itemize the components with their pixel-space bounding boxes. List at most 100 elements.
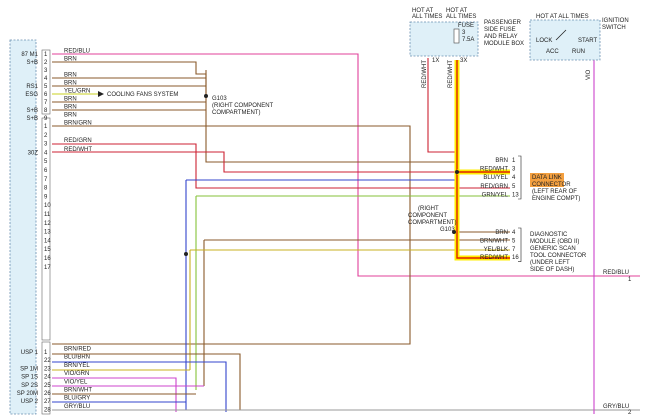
conn-pin-number: 16 xyxy=(512,255,519,261)
g103-top-sub1: (RIGHT COMPONENT xyxy=(212,103,274,109)
pin-label: SP 2S xyxy=(21,383,38,389)
vlabel-vio: VIO xyxy=(586,69,592,80)
main-connector xyxy=(9,39,37,415)
fuse-hot4: ALL TIMES xyxy=(446,14,476,20)
diag-l3: GENERIC SCAN xyxy=(530,246,576,252)
wire-g103-brn xyxy=(205,70,455,163)
wire-red-wht-30z xyxy=(52,151,455,173)
pin-label: SP 1M xyxy=(20,366,38,372)
conn-pin-number: 5 xyxy=(512,238,516,244)
conn-pin-number: 13 xyxy=(512,192,519,198)
conn-wire-color: GRN/YEL xyxy=(482,192,509,198)
wire-red-blu xyxy=(52,53,640,277)
ign-title2: SWITCH xyxy=(602,25,626,31)
conn-wire-color: BRN xyxy=(495,158,508,164)
ignition-box xyxy=(529,19,601,61)
fuse-amp: 7.5A xyxy=(462,37,474,43)
ign-run: RUN xyxy=(572,49,585,55)
pin-block-1 xyxy=(41,49,51,115)
dlc-title2: CONNECTOR xyxy=(532,182,571,188)
pin-label: S+B xyxy=(26,108,38,114)
dlc-highlight xyxy=(530,173,564,187)
wire-color-label: BRN xyxy=(64,81,77,87)
pin-number: 28 xyxy=(44,407,51,413)
fuse-hot3: HOT AT xyxy=(446,8,467,14)
fuse-icon xyxy=(453,28,460,44)
pin-number: 9 xyxy=(44,194,48,200)
pin-number: 6 xyxy=(44,92,48,98)
wire-color-label: BRN xyxy=(64,97,77,103)
wire-color-label: BRN xyxy=(64,73,77,79)
switch-arm-icon xyxy=(555,29,567,41)
wire-color-label: RED/BLU xyxy=(64,49,90,55)
conn-wire-color: RED/GRN xyxy=(480,184,508,190)
diag-l1: DIAGNOSTIC xyxy=(530,232,568,238)
wire-color-label: BRN xyxy=(64,113,77,119)
pin-label: USP 2 xyxy=(21,399,39,405)
wire-color-label: BLU/GRY xyxy=(64,396,90,402)
wire-color-label: RED/GRN xyxy=(64,138,92,144)
pin-label: SP 1S xyxy=(21,375,38,381)
g103-mid-l1: (RIGHT xyxy=(418,206,439,212)
pin-number: 17 xyxy=(44,265,51,271)
pin-number: 23 xyxy=(44,366,51,372)
pin-label: SP 20M xyxy=(17,391,38,397)
wire-red-grn xyxy=(52,143,510,189)
g103-top-title: G103 xyxy=(212,96,227,102)
conn-wire-color: RED/WHT xyxy=(480,255,508,261)
diag-l2: MODULE (OBD II) xyxy=(530,239,579,245)
fuse-desc4: MODULE BOX xyxy=(484,41,524,47)
conn-bracket xyxy=(518,227,522,262)
vlabel-red-wht-yel: RED/WHT xyxy=(448,60,454,88)
pin-label: S+B xyxy=(26,116,38,122)
ign-lock: LOCK xyxy=(536,38,552,44)
pin-number: 13 xyxy=(44,230,51,236)
pin-number: 7 xyxy=(44,100,48,106)
wire-color-label: VIO/GRN xyxy=(64,371,89,377)
conn-pin-number: 3 xyxy=(512,167,516,173)
conn-wire-color: YEL/BLK xyxy=(484,247,508,253)
conn-wire-color: BRN/WHT xyxy=(480,238,508,244)
g103-top-sub2: COMPARTMENT) xyxy=(212,110,260,116)
vlabel-red-wht: RED/WHT xyxy=(422,60,428,88)
wire-red-wht-fuse xyxy=(427,58,455,153)
wire-vio-grn xyxy=(52,377,177,412)
out-red-blu: RED/BLU xyxy=(603,270,629,276)
pin-number: 15 xyxy=(44,247,51,253)
pin-number: 5 xyxy=(44,84,48,90)
pin-block-3 xyxy=(41,341,51,415)
pin-number: 3 xyxy=(44,68,48,74)
conn-pin-number: 5 xyxy=(512,184,516,190)
diag-l5: (UNDER LEFT xyxy=(530,260,570,266)
pin-number: 24 xyxy=(44,375,51,381)
pin-number: 10 xyxy=(44,203,51,209)
pin-label: 87 M1 xyxy=(21,52,38,58)
wire-color-label: VIO/YEL xyxy=(64,379,88,385)
out-gry-blu-pin: 2 xyxy=(628,410,632,416)
ign-start: START xyxy=(578,38,597,44)
wire-color-label: BLU/BRN xyxy=(64,355,90,361)
fuse-label: FUSE xyxy=(458,23,474,29)
pin-number: 2 xyxy=(44,60,48,66)
pin-number: 6 xyxy=(44,168,48,174)
wire-color-label: BRN xyxy=(64,105,77,111)
pin-number: 2 xyxy=(44,133,48,139)
wire-blu-brn xyxy=(52,361,227,412)
wire-color-label: GRY/BLU xyxy=(64,404,90,410)
connector-pins: 187 M1RED/BLU2S+BBRN34BRN5RS1BRN6ESGYEL/… xyxy=(17,49,93,414)
pin-label: RS1 xyxy=(26,84,38,90)
fuse-desc1: PASSENGER xyxy=(484,20,522,26)
fuse-desc2: SIDE FUSE xyxy=(484,27,516,33)
pin-number: 3 xyxy=(44,142,48,148)
pin-number: 8 xyxy=(44,186,48,192)
cooling-fans-label: COOLING FANS SYSTEM xyxy=(107,92,178,98)
conn-pin-number: 7 xyxy=(512,247,516,253)
pin-number: 14 xyxy=(44,238,51,244)
pin-block-2 xyxy=(41,117,51,341)
conn-wire-color: RED/WHT xyxy=(480,167,508,173)
ground-dot xyxy=(204,94,208,98)
wire-color-label: BRN/RED xyxy=(64,347,92,353)
pin-number: 12 xyxy=(44,221,51,227)
